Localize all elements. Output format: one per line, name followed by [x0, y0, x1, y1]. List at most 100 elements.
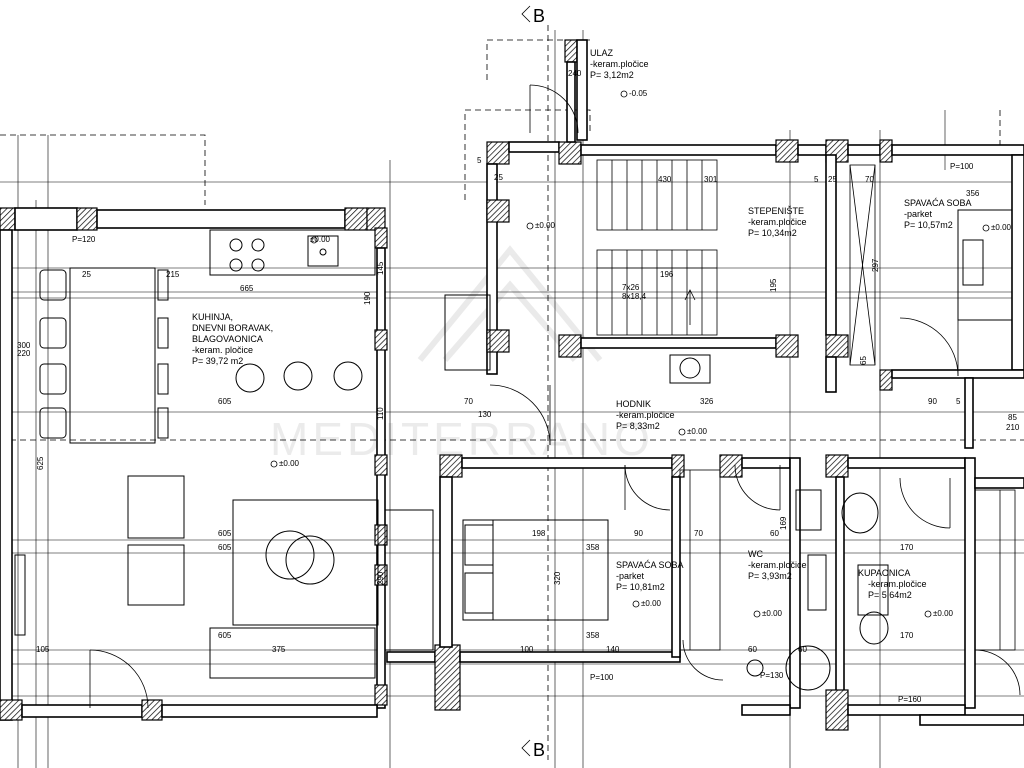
svg-text:WC: WC — [748, 549, 763, 559]
svg-text:-keram. pločice: -keram. pločice — [192, 345, 253, 355]
svg-text:70: 70 — [865, 175, 874, 184]
svg-text:P= 10,34m2: P= 10,34m2 — [748, 228, 797, 238]
svg-text:301: 301 — [704, 175, 718, 184]
svg-text:P=100: P=100 — [950, 162, 974, 171]
svg-text:375: 375 — [272, 645, 286, 654]
dimension-grid — [0, 25, 1024, 768]
svg-text:P= 5,64m2: P= 5,64m2 — [868, 590, 912, 600]
svg-text:605: 605 — [218, 543, 232, 552]
svg-text:430: 430 — [658, 175, 672, 184]
svg-text:±0.00: ±0.00 — [991, 223, 1012, 232]
section-marker-top: B — [521, 5, 545, 26]
svg-text:356: 356 — [966, 189, 980, 198]
svg-text:60: 60 — [748, 645, 757, 654]
svg-text:300: 300 — [17, 341, 31, 350]
svg-text:358: 358 — [586, 543, 600, 552]
svg-text:110: 110 — [376, 407, 385, 420]
svg-text:290: 290 — [376, 571, 385, 585]
svg-text:60: 60 — [798, 645, 807, 654]
svg-text:-keram.pločice: -keram.pločice — [590, 59, 649, 69]
svg-text:210: 210 — [1006, 423, 1020, 432]
svg-text:220: 220 — [17, 349, 31, 358]
svg-text:P=160: P=160 — [898, 695, 922, 704]
svg-text:±0.00: ±0.00 — [762, 609, 783, 618]
svg-text:P=120: P=120 — [72, 235, 96, 244]
room-kupaonica: KUPAONICA -keram.pločice P= 5,64m2 — [858, 568, 927, 600]
svg-text:SPAVAĆA SOBA: SPAVAĆA SOBA — [616, 560, 684, 570]
svg-text:169: 169 — [779, 516, 788, 530]
room-hodnik: HODNIK -keram.pločice P= 8,33m2 — [616, 399, 675, 431]
svg-text:KUPAONICA: KUPAONICA — [858, 568, 910, 578]
svg-text:605: 605 — [218, 529, 232, 538]
svg-text:B: B — [533, 6, 545, 26]
svg-text:70: 70 — [464, 397, 473, 406]
svg-text:25: 25 — [494, 173, 503, 182]
svg-text:65: 65 — [859, 356, 868, 365]
svg-text:85: 85 — [1008, 413, 1017, 422]
svg-text:326: 326 — [700, 397, 714, 406]
svg-text:±0.00: ±0.00 — [641, 599, 662, 608]
svg-text:DNEVNI BORAVAK,: DNEVNI BORAVAK, — [192, 323, 273, 333]
svg-text:605: 605 — [218, 397, 232, 406]
svg-text:25: 25 — [828, 175, 837, 184]
dimension-texts: 240 25 430 301 25 356 70 5 5 25 215 665 … — [17, 69, 1020, 654]
svg-text:-parket: -parket — [904, 209, 933, 219]
room-stepeniste: STEPENIŠTE -keram.pločice P= 10,34m2 — [748, 206, 807, 238]
svg-text:198: 198 — [532, 529, 546, 538]
svg-text:25: 25 — [82, 270, 91, 279]
svg-text:P= 10,81m2: P= 10,81m2 — [616, 582, 665, 592]
doors — [89, 84, 1021, 709]
furniture — [14, 209, 1013, 691]
svg-text:±0.00: ±0.00 — [535, 221, 556, 230]
svg-text:240: 240 — [568, 69, 582, 78]
svg-text:90: 90 — [634, 529, 643, 538]
room-spavaca-1: SPAVAĆA SOBA -parket P= 10,57m2 — [904, 198, 972, 230]
svg-text:605: 605 — [218, 631, 232, 640]
stair-risers: 8x18,4 — [622, 292, 647, 301]
room-ulaz: ULAZ -keram.pločice P= 3,12m2 — [590, 48, 649, 80]
stair-steps: 7x26 — [622, 283, 640, 292]
svg-text:P=130: P=130 — [760, 671, 784, 680]
staircase: 7x26 8x18,4 — [596, 159, 718, 336]
svg-text:70: 70 — [694, 529, 703, 538]
parapet-notes: P=120 P=100 P=100 P=130 P=160 — [72, 162, 974, 704]
svg-text:195: 195 — [769, 278, 778, 292]
section-marker-bottom: B — [521, 739, 545, 760]
svg-text:625: 625 — [36, 456, 45, 470]
svg-text:320: 320 — [553, 571, 562, 585]
svg-text:100: 100 — [520, 645, 534, 654]
svg-text:±0.00: ±0.00 — [310, 235, 331, 244]
svg-text:196: 196 — [660, 270, 674, 279]
svg-text:297: 297 — [871, 258, 880, 272]
svg-text:-keram.pločice: -keram.pločice — [868, 579, 927, 589]
room-spavaca-2: SPAVAĆA SOBA -parket P= 10,81m2 — [616, 560, 684, 592]
svg-text:140: 140 — [606, 645, 620, 654]
svg-text:±0.00: ±0.00 — [279, 459, 300, 468]
svg-text:P= 10,57m2: P= 10,57m2 — [904, 220, 953, 230]
room-wc: WC -keram.pločice P= 3,93m2 — [748, 549, 807, 581]
svg-text:170: 170 — [900, 543, 914, 552]
svg-text:-keram.pločice: -keram.pločice — [748, 560, 807, 570]
walls — [0, 39, 1024, 731]
svg-text:SPAVAĆA SOBA: SPAVAĆA SOBA — [904, 198, 972, 208]
svg-text:ULAZ: ULAZ — [590, 48, 614, 58]
svg-text:145: 145 — [376, 261, 385, 275]
svg-text:±0.00: ±0.00 — [933, 609, 954, 618]
svg-text:5: 5 — [956, 397, 961, 406]
svg-text:-keram.pločice: -keram.pločice — [748, 217, 807, 227]
svg-text:±0.00: ±0.00 — [687, 427, 708, 436]
svg-text:215: 215 — [166, 270, 180, 279]
svg-text:P= 3,93m2: P= 3,93m2 — [748, 571, 792, 581]
svg-text:90: 90 — [928, 397, 937, 406]
svg-text:358: 358 — [586, 631, 600, 640]
svg-text:KUHINJA,: KUHINJA, — [192, 312, 233, 322]
svg-text:60: 60 — [770, 529, 779, 538]
svg-text:-parket: -parket — [616, 571, 645, 581]
watermark-logo — [417, 245, 603, 362]
svg-text:P= 39,72 m2: P= 39,72 m2 — [192, 356, 243, 366]
svg-text:170: 170 — [900, 631, 914, 640]
svg-text:-0.05: -0.05 — [629, 89, 648, 98]
svg-text:130: 130 — [478, 410, 492, 419]
level-markers: -0.05 ±0.00 ±0.00 ±0.00 ±0.00 ±0.00 ±0.0… — [270, 89, 1012, 618]
